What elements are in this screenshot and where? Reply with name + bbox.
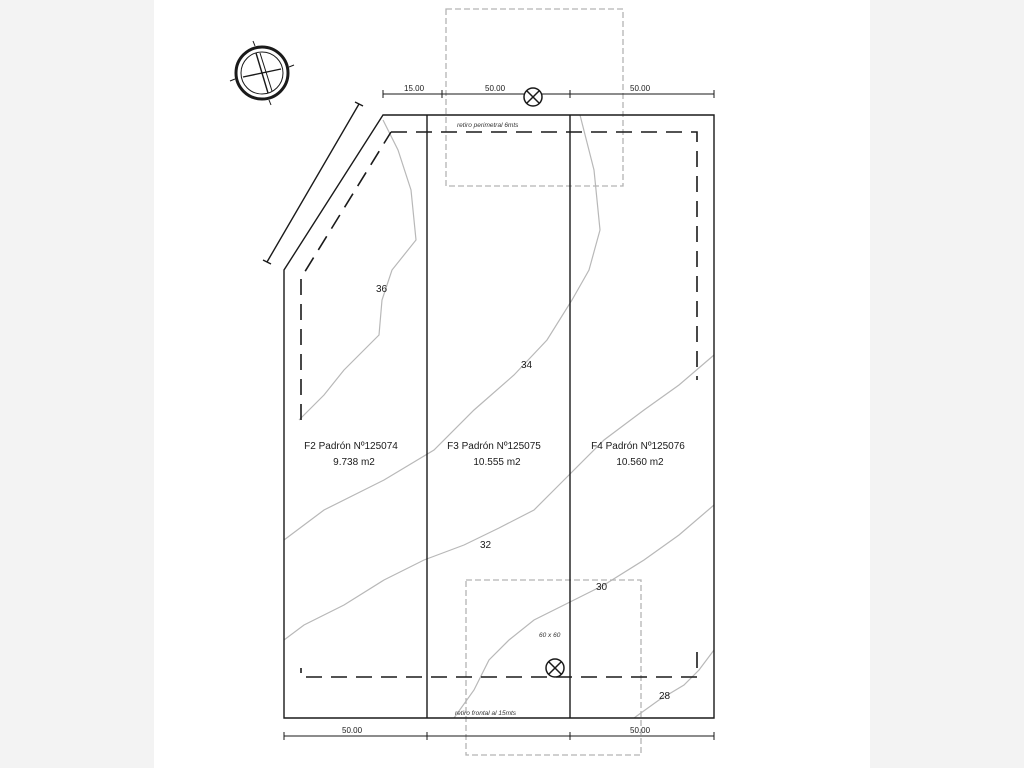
contour-line-32 <box>283 354 715 641</box>
dimension-top-2: 50.00 <box>485 84 506 93</box>
bottom-dimension-line <box>283 732 715 740</box>
contour-line-28 <box>633 649 715 719</box>
dimension-top-1: 15.00 <box>404 84 425 93</box>
survey-point-icon <box>545 658 565 678</box>
note-setback-front: retiro frontal al 15mts <box>455 710 517 717</box>
contour-line-30 <box>453 504 715 719</box>
contour-line-34 <box>283 114 601 541</box>
building-footprints <box>445 8 642 756</box>
building-footprint-bottom <box>465 579 642 756</box>
lot-label-f3: F3 Padrón Nº125075 <box>447 441 541 452</box>
contour-label-28: 28 <box>659 691 671 702</box>
note-setback-perimeter: retiro perimetral 6mts <box>457 122 519 129</box>
contour-label-32: 32 <box>480 540 492 551</box>
lot-label-f2: F2 Padrón Nº125074 <box>304 441 398 452</box>
dimension-bottom-2: 50.00 <box>630 726 651 735</box>
diagonal-dimension <box>262 101 364 265</box>
dimension-top-3: 50.00 <box>630 84 651 93</box>
lot-area-f3: 10.555 m2 <box>473 457 521 468</box>
contour-lines <box>283 114 715 719</box>
note-building-size: 60 x 60 <box>539 632 561 639</box>
site-plan: 15.00 50.00 50.00 50.00 50.00 36 34 32 3… <box>229 8 715 756</box>
contour-line-36 <box>298 119 417 421</box>
contour-label-30: 30 <box>596 582 608 593</box>
top-dimension-line <box>382 90 715 98</box>
building-footprint-top <box>445 8 624 187</box>
lot-boundaries <box>283 114 715 719</box>
dimension-bottom-1: 50.00 <box>342 726 363 735</box>
contour-label-34: 34 <box>521 360 533 371</box>
lot-area-f4: 10.560 m2 <box>616 457 664 468</box>
contour-label-36: 36 <box>376 284 388 295</box>
property-boundary <box>283 114 715 719</box>
drawing-sheet: 15.00 50.00 50.00 50.00 50.00 36 34 32 3… <box>154 0 870 768</box>
setback-line <box>300 131 698 678</box>
survey-point-icon <box>523 87 543 107</box>
lot-area-f2: 9.738 m2 <box>333 457 375 468</box>
north-arrow-icon <box>229 40 295 106</box>
lot-label-f4: F4 Padrón Nº125076 <box>591 441 685 452</box>
